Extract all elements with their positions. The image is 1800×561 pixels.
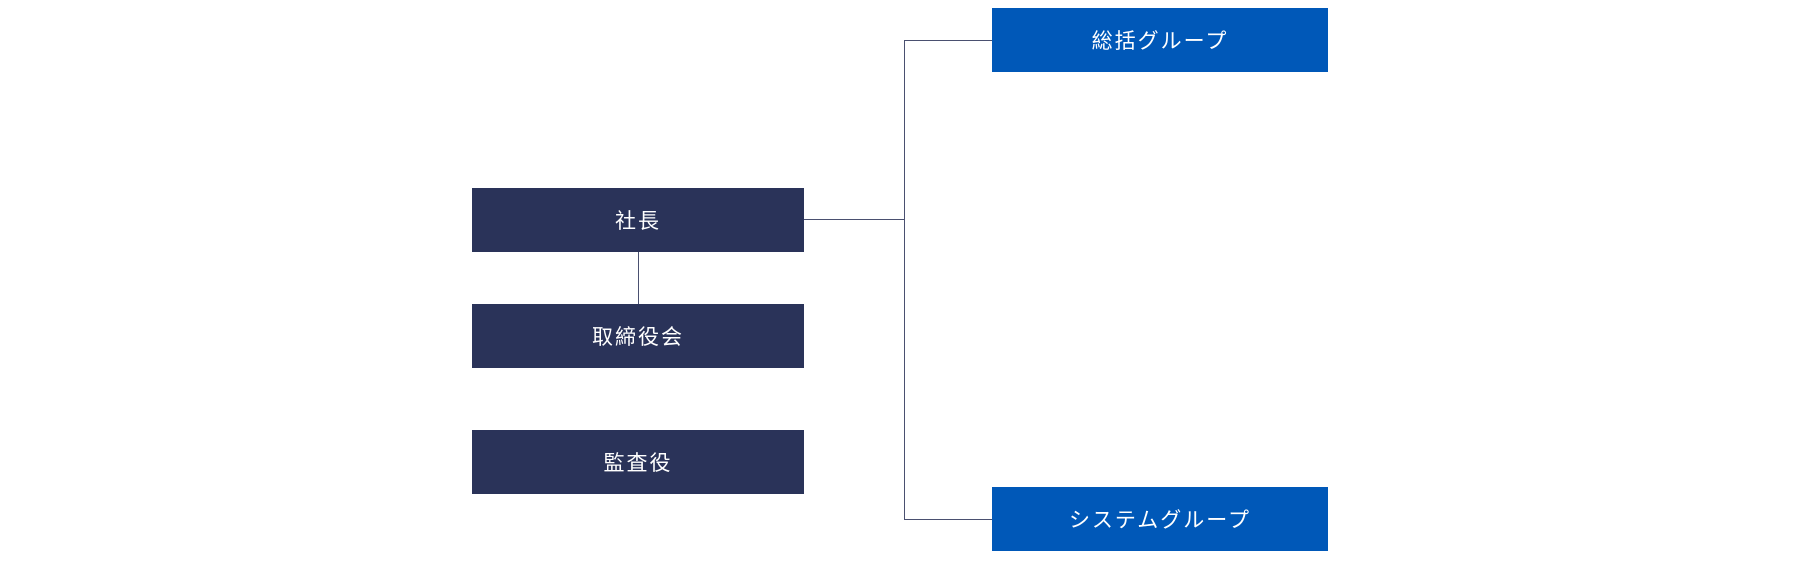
auditor-label: 監査役 (603, 451, 673, 475)
board-label: 取締役会 (592, 325, 684, 349)
general-group-label: 総括グループ (1091, 29, 1229, 53)
connector-to-general-group (904, 40, 992, 41)
auditor-box: 監査役 (472, 430, 804, 494)
connector-trunk (904, 40, 905, 520)
board-box: 取締役会 (472, 304, 804, 368)
president-label: 社長 (615, 209, 661, 233)
connector-to-system-group (904, 519, 992, 520)
general-group-box: 総括グループ (992, 8, 1328, 72)
president-box: 社長 (472, 188, 804, 252)
connector-president-board (638, 252, 639, 304)
system-group-box: システムグループ (992, 487, 1328, 551)
connector-president-trunk (804, 219, 905, 220)
system-group-label: システムグループ (1068, 508, 1252, 532)
